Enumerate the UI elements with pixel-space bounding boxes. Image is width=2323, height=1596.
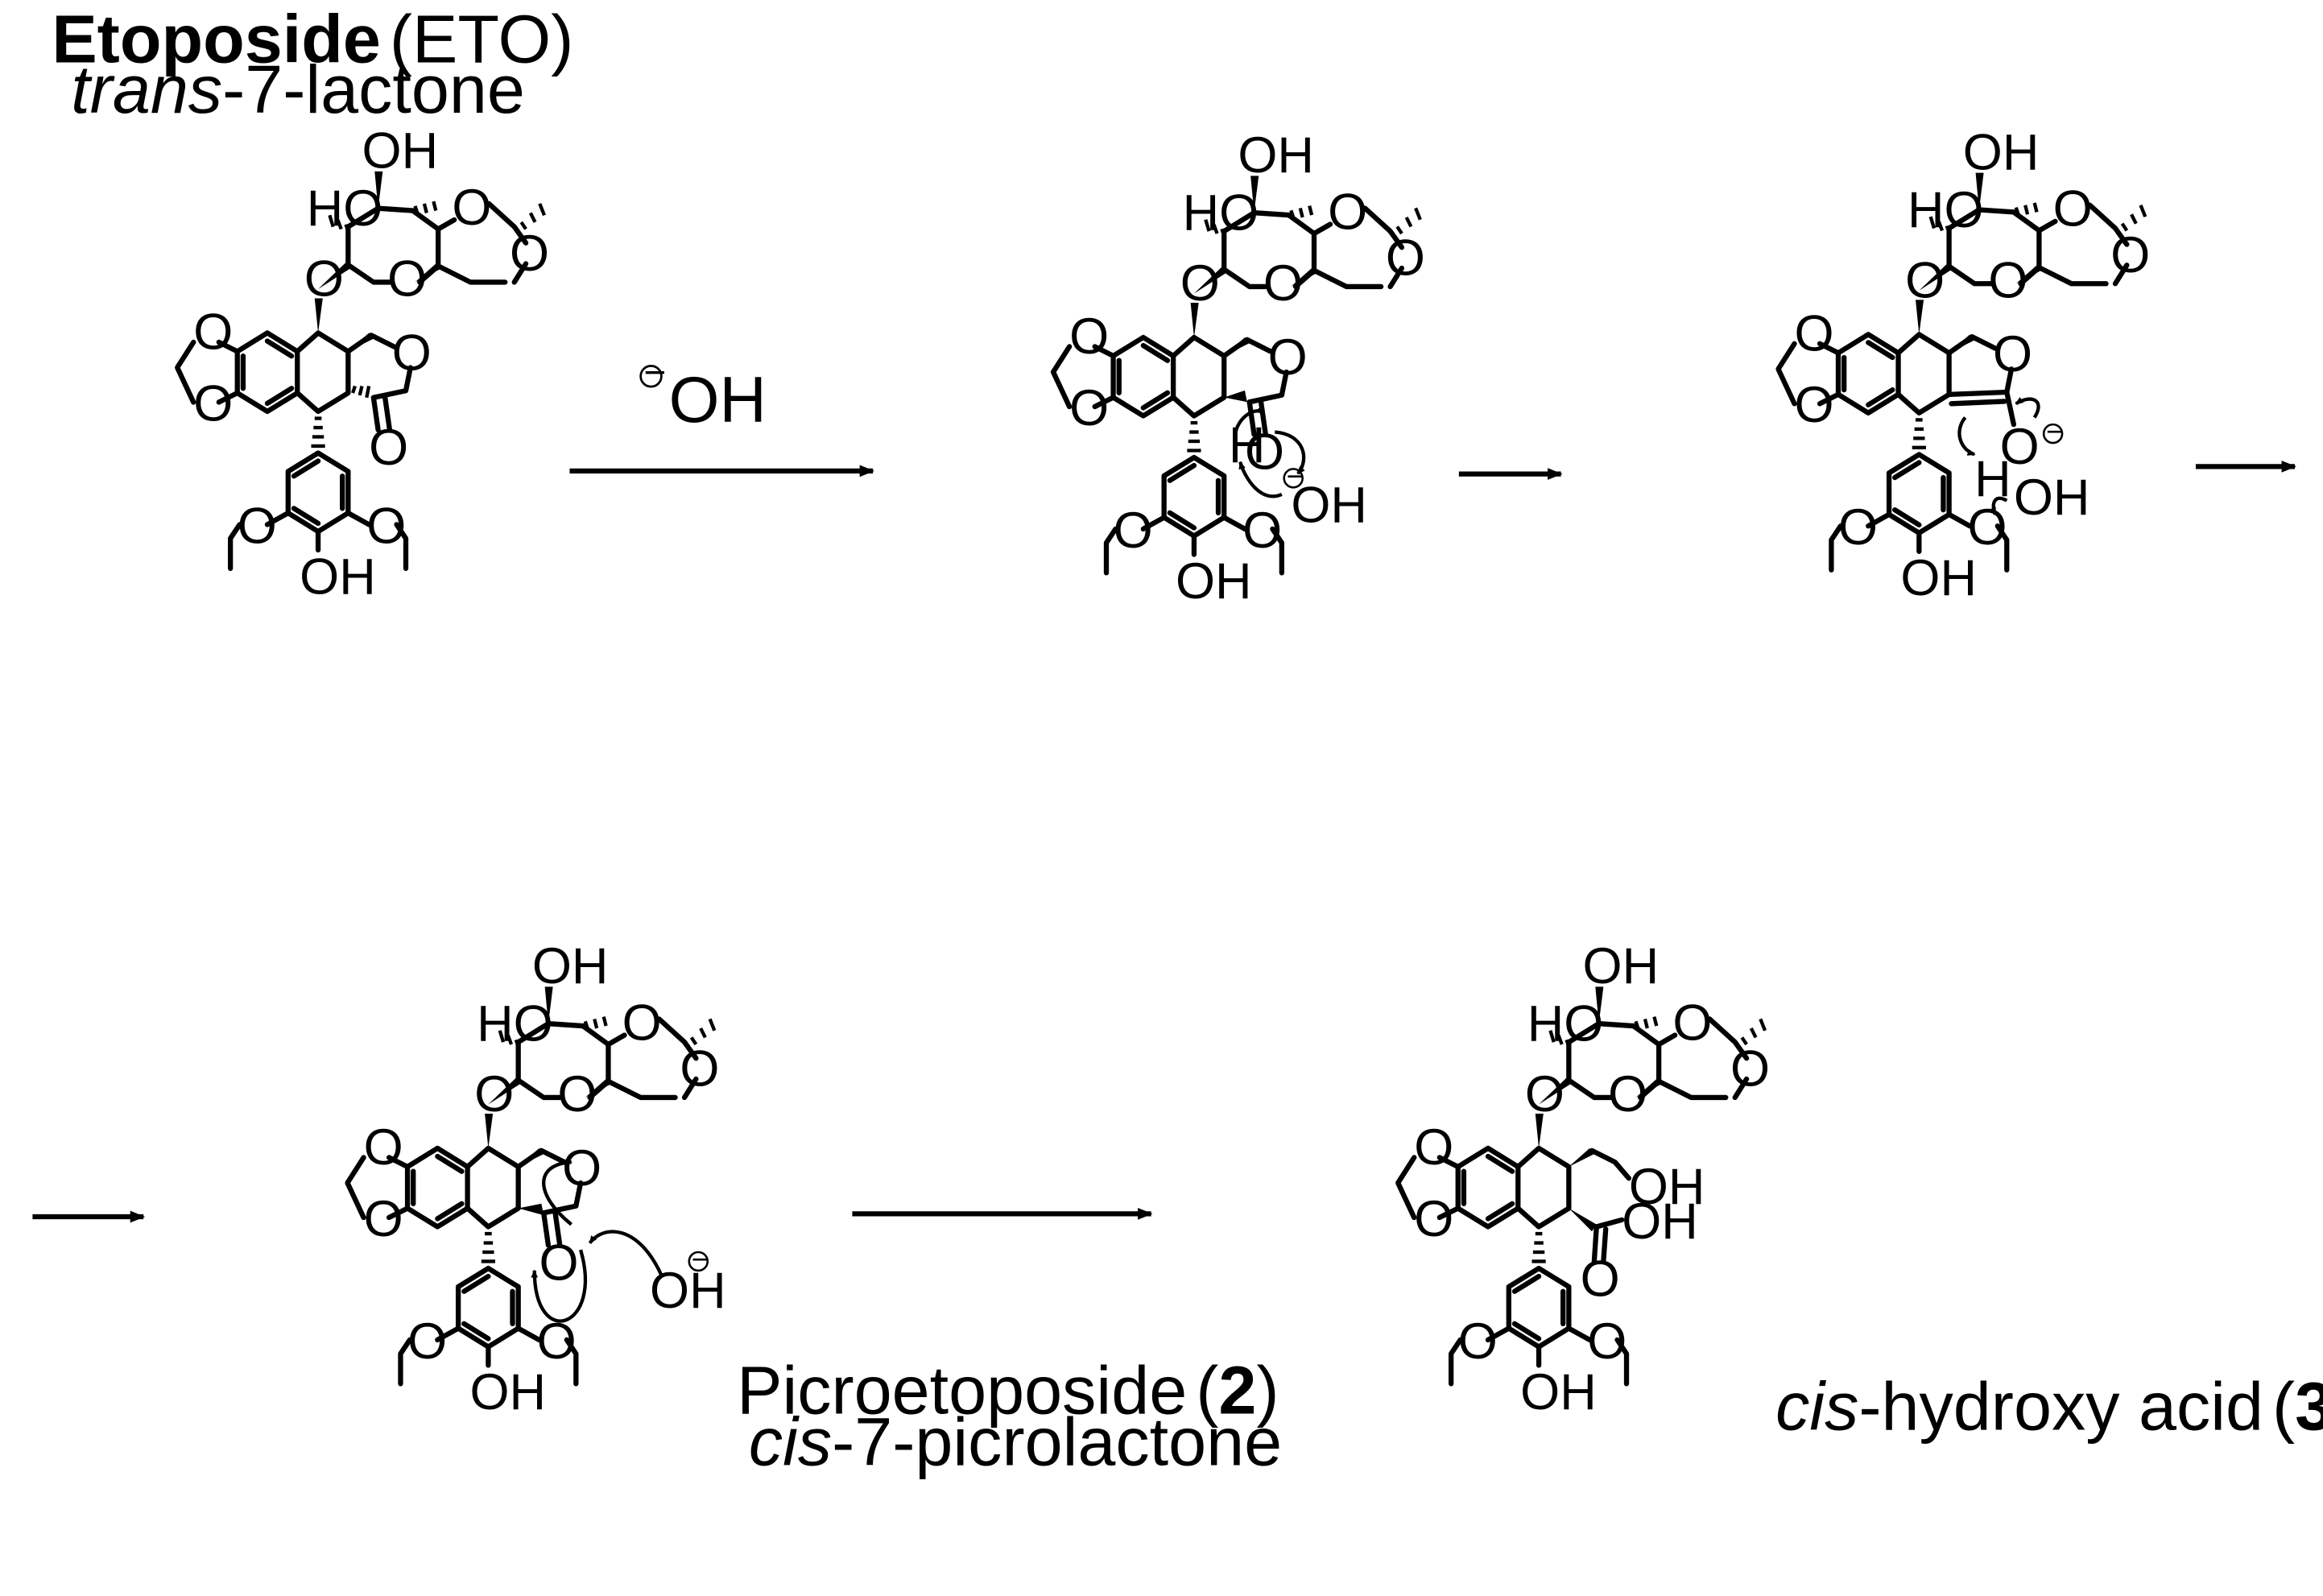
structure-etoposide — [177, 123, 549, 606]
atom-o: O — [2000, 419, 2040, 475]
structure-cis-hydroxy-acid: OH OH O — [1398, 938, 1770, 1420]
charge-circle — [639, 365, 663, 388]
charge-minus: − — [643, 351, 666, 394]
picroetoposide-desc-italic: cis — [749, 1404, 832, 1480]
atom-h: H — [1229, 417, 1266, 473]
hydroxy-acid-open: ( — [2272, 1368, 2295, 1445]
charge-circle — [2042, 423, 2064, 444]
atom-oh: OH — [2014, 469, 2090, 526]
caption-hydroxy-acid: cis-hydroxy acid(3) — [1775, 1368, 2323, 1445]
caption-picroetoposide-desc: cis-7-picrolactone — [749, 1404, 1282, 1480]
hydroxy-acid-italic: cis — [1775, 1368, 1858, 1445]
atom-oh: OH — [1629, 1159, 1705, 1215]
picroetoposide-desc-rest: -7-picrolactone — [832, 1404, 1282, 1480]
etoposide-name: Etoposide — [52, 1, 381, 77]
reagent-hydroxide: OH — [669, 364, 767, 436]
caption-etoposide-desc: trans-7-lactone — [71, 51, 525, 127]
structure-enolate: O O − H OH — [1778, 124, 2150, 606]
charge-minus: − — [2046, 415, 2064, 449]
picroetoposide-open: ( — [1196, 1351, 1218, 1428]
structure-picroetoposide: OH − — [348, 938, 726, 1420]
atom-o: O — [1993, 326, 2032, 382]
caption-etoposide: Etoposide(ETO) — [52, 1, 573, 77]
atom-oh: OH — [650, 1263, 726, 1319]
charge-minus: − — [692, 1242, 709, 1276]
atom-oh: OH — [1291, 477, 1367, 533]
picroetoposide-number: 2 — [1218, 1351, 1256, 1428]
caption-picroetoposide: Picroetoposide(2) — [737, 1351, 1279, 1428]
atom-o: O — [1581, 1251, 1620, 1307]
hydroxy-acid-rest: -hydroxy acid — [1858, 1368, 2263, 1445]
picroetoposide-name: Picroetoposide — [737, 1351, 1187, 1428]
structure-intermediate-1: H OH − — [1053, 127, 1425, 610]
charge-circle — [688, 1251, 709, 1272]
etoposide-desc-rest: -7-lactone — [222, 51, 525, 127]
hydroxy-acid-number: 3 — [2295, 1368, 2323, 1445]
etoposide-abbr: (ETO) — [390, 1, 574, 77]
etoposide-desc-italic: trans — [71, 51, 222, 127]
charge-circle — [1283, 468, 1304, 489]
picroetoposide-close: ) — [1256, 1351, 1279, 1428]
atom-oh: OH — [1622, 1193, 1698, 1250]
